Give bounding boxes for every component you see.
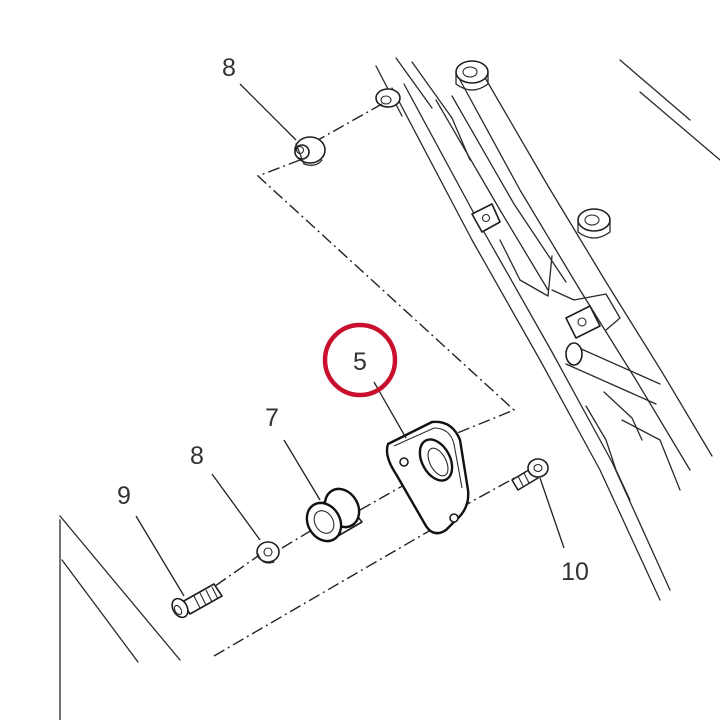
frame-top-ring-hole [462, 66, 478, 78]
bolt-part [171, 583, 223, 619]
frame-tab-1-hole [481, 213, 491, 223]
panel-edge-3 [61, 559, 139, 663]
frame-tab-1 [471, 203, 501, 233]
frame-top-ring [455, 60, 489, 84]
washer-part [256, 541, 280, 564]
body-panel [59, 515, 181, 720]
top-washer-part [294, 136, 326, 166]
callout-bracket: 5 [353, 348, 367, 376]
frame-tab-2-hole [577, 317, 587, 327]
frame-tube-far [619, 59, 691, 121]
assembly-line-loop [256, 159, 516, 445]
top-washer-edge [295, 143, 323, 166]
frame-tube-main-1 [459, 79, 691, 471]
assembly-line-screw [459, 475, 519, 509]
leader-screw [539, 477, 565, 549]
washer-edge [257, 553, 275, 564]
frame-plate [499, 239, 553, 297]
frame-tube-left-outer [391, 87, 661, 601]
bushing-near-face [305, 501, 343, 543]
frame-mid-ring-side [577, 219, 611, 239]
bracket-slot-inner [427, 447, 449, 477]
frame-tube-brace-2 [451, 95, 567, 283]
bracket-inner-edge [393, 427, 463, 489]
washer-outer [256, 541, 280, 563]
assembly-line-bushing-bracket [359, 475, 421, 511]
screw-head [527, 458, 549, 478]
highlight-ring [322, 322, 398, 398]
assembly-line-bolt-washer [197, 555, 259, 599]
leader-bushing [283, 439, 321, 501]
bracket-hole-top [399, 457, 409, 467]
frame-tab-2 [565, 305, 601, 339]
frame-tube-top-c [411, 61, 471, 161]
frame-structure [375, 57, 720, 601]
frame-crossbar-top [569, 343, 661, 385]
frame-crossbar-end [565, 342, 583, 366]
frame-tube-main-2 [483, 75, 713, 457]
screw-part [511, 458, 549, 491]
callout-washer: 8 [190, 442, 204, 470]
assembly-lines [197, 103, 519, 657]
callout-top-washer: 8 [222, 54, 236, 82]
bracket-part [385, 420, 470, 535]
frame-tube-brace [435, 99, 549, 291]
assembly-line-top [317, 103, 383, 141]
bolt-threads [193, 586, 219, 609]
frame-top-ring-side [455, 71, 489, 91]
leader-lines [135, 83, 565, 597]
leader-washer [211, 473, 261, 541]
screw-head-socket [533, 463, 543, 473]
assembly-line-bottom [213, 519, 449, 657]
bushing-bore [313, 510, 335, 534]
callout-bolt: 9 [117, 482, 131, 510]
leader-bolt [135, 515, 185, 597]
frame-mid-ring [577, 208, 611, 232]
frame-plate-2 [551, 289, 621, 331]
frame-crossbar-bottom [565, 363, 657, 405]
frame-mount-hole [380, 95, 392, 105]
frame-tube-left-inner [403, 83, 671, 591]
panel-edge-2 [59, 515, 181, 661]
frame-tube-far-2 [639, 91, 720, 161]
frame-lower-c [621, 419, 681, 491]
screw-threads [517, 472, 530, 487]
frame-mid-ring-hole [584, 214, 600, 226]
frame-lower-b [603, 391, 643, 441]
frame-lower-a [585, 405, 631, 501]
frame-mount-boss [375, 88, 401, 108]
bracket-slot [418, 438, 454, 482]
callout-bushing: 7 [265, 404, 279, 432]
leader-top-washer [239, 83, 297, 141]
washer-hole [263, 547, 273, 557]
bracket-hole-bottom [449, 513, 459, 523]
bolt-head-socket [173, 604, 183, 616]
assembly-line-washer-bushing [281, 529, 313, 549]
callout-screw: 10 [561, 558, 589, 586]
frame-tube-top-b [395, 57, 433, 109]
bushing-part [305, 487, 363, 543]
